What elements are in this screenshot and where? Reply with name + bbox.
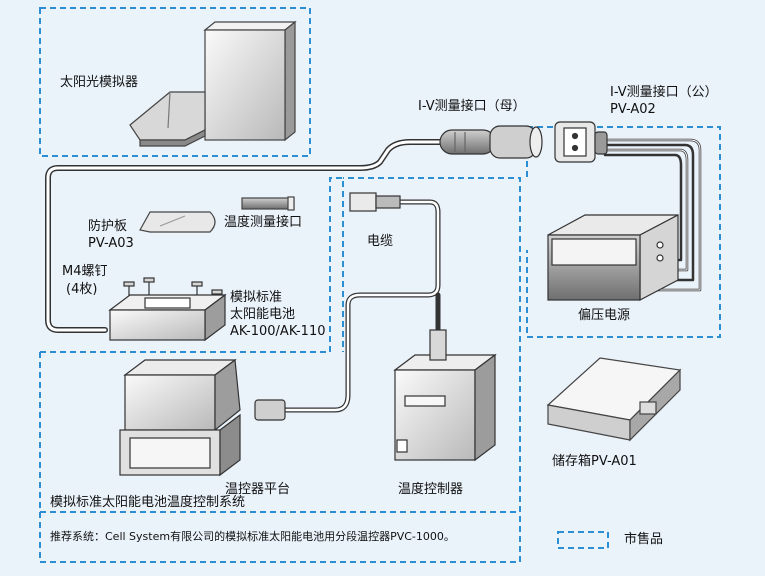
temp-connector-icon [241,196,295,211]
temp-stage-icon [119,358,286,477]
ref-cell-label1: 模拟标准 [230,290,283,305]
cable-connector-icon [349,192,401,212]
iv-female-label: I-V测量接口（母） [418,99,526,114]
solar-simulator-icon [129,20,297,147]
controller-label: 温度控制器 [398,482,464,497]
cable-label: 电缆 [367,234,394,249]
system-title: 模拟标准太阳能电池温度控制系统 [50,495,246,510]
system-note: 推荐系统：Cell System有限公司的模拟标准太阳能电池用分段温控器PVC-… [50,530,455,543]
reference-cell-icon [108,293,227,342]
shield-frame [40,177,344,353]
solar-simulator-label: 太阳光模拟器 [60,75,139,90]
screws-count: (4枚) [66,282,98,297]
system-frame [39,177,521,563]
temp-connector-label: 温度测量接口 [224,215,303,230]
ref-cell-label2: 太阳能电池 [230,307,296,322]
stage-label: 温控器平台 [225,482,291,497]
case-label: 储存箱PV-A01 [552,454,637,469]
bias-supply-icon [547,214,679,301]
screws-label: M4螺钉 [62,264,108,279]
iv-female-icon [439,125,543,159]
shield-icon [139,211,216,233]
shield-label: 防护板 [88,219,128,234]
iv-male-icon [554,121,608,163]
ref-cell-model: AK-100/AK-110 [230,324,326,339]
iv-male-label: I-V测量接口（公） [610,85,718,100]
temp-controller-icon [393,329,497,462]
legend-label: 市售品 [624,532,664,547]
iv-male-model: PV-A02 [610,102,656,117]
case-icon [546,357,682,442]
solar-simulator-frame [39,7,311,157]
legend-swatch [557,531,609,549]
shield-model: PV-A03 [88,236,134,251]
bias-supply-label: 偏压电源 [578,308,631,323]
